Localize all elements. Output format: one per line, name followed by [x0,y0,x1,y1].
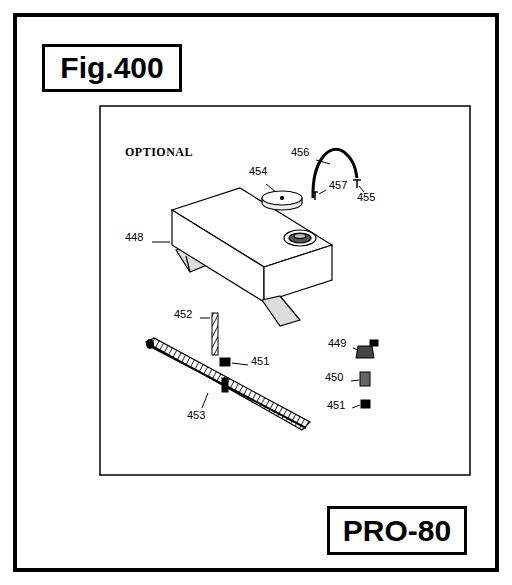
tank [172,188,332,326]
hose [313,149,357,198]
callout-number: 452 [173,309,193,320]
callout-number: 456 [290,147,310,158]
callout-number: 450 [324,372,344,383]
rod [212,313,230,392]
callout-number: 453 [186,410,206,421]
figure-box: PRO-80 [327,506,467,555]
callout-number: 455 [356,192,376,203]
illustration-frame [100,106,470,475]
callout-number: 451 [250,356,270,367]
valve [356,340,378,408]
page-frame [15,15,497,570]
figure-title: Fig.400 [60,53,163,83]
figure-box: Fig.400 [42,44,182,92]
figure-title: PRO-80 [343,516,451,546]
callout-number: 454 [248,166,268,177]
spray-bar [146,338,310,430]
callout-number: 457 [328,180,348,191]
callout-number: 451 [326,400,346,411]
leader-lines [152,160,364,408]
callout-number: 449 [327,338,347,349]
callout-number: 448 [124,232,144,243]
fitting [312,192,318,200]
optional-note: OPTIONAL [124,146,194,158]
